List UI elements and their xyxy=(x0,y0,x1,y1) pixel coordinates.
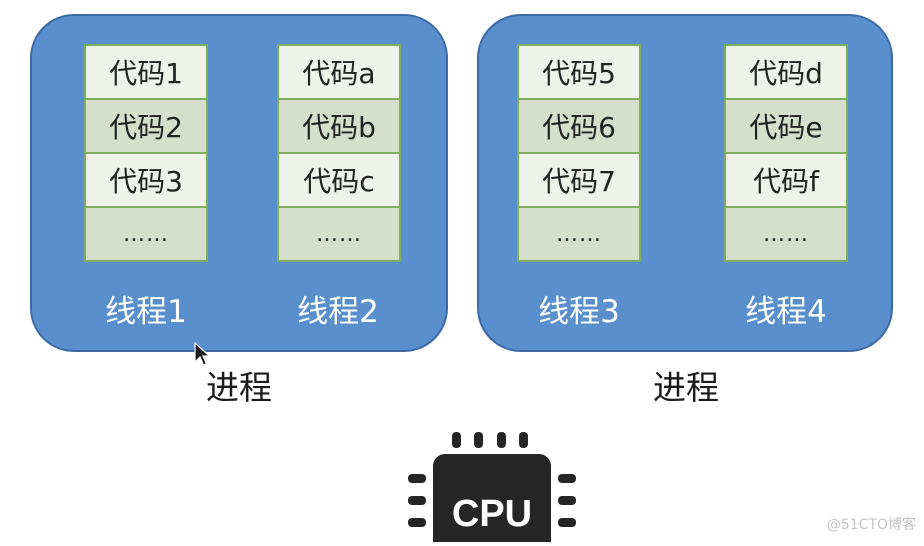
thread-label: 线程1 xyxy=(105,294,187,330)
process-label: 进程 xyxy=(653,368,719,407)
ellipsis-cell: …… xyxy=(277,206,401,262)
thread-2-stack: 代码a 代码b 代码c …… xyxy=(277,44,401,262)
process-box-2: 代码5 代码6 代码7 …… 代码d 代码e 代码f …… 线程3 线程4 xyxy=(477,14,893,352)
thread-1-stack: 代码1 代码2 代码3 …… xyxy=(84,44,208,262)
code-cell: 代码a xyxy=(277,44,401,100)
code-cell: 代码c xyxy=(277,152,401,208)
code-cell: 代码f xyxy=(724,152,848,208)
thread-3-stack: 代码5 代码6 代码7 …… xyxy=(517,44,641,262)
ellipsis-cell: …… xyxy=(724,206,848,262)
code-cell: 代码e xyxy=(724,98,848,154)
mouse-pointer-icon xyxy=(194,342,212,366)
code-cell: 代码d xyxy=(724,44,848,100)
cpu-chip: CPU xyxy=(408,428,576,546)
watermark: @51CTO博客 xyxy=(826,517,916,533)
code-cell: 代码6 xyxy=(517,98,641,154)
code-cell: 代码2 xyxy=(84,98,208,154)
thread-label: 线程2 xyxy=(297,294,379,330)
thread-label: 线程4 xyxy=(745,294,827,330)
thread-label: 线程3 xyxy=(538,294,620,330)
process-label: 进程 xyxy=(206,368,272,407)
cpu-label: CPU xyxy=(452,493,532,535)
ellipsis-cell: …… xyxy=(84,206,208,262)
code-cell: 代码5 xyxy=(517,44,641,100)
code-cell: 代码1 xyxy=(84,44,208,100)
cpu-chip-icon: CPU xyxy=(408,432,576,546)
code-cell: 代码3 xyxy=(84,152,208,208)
code-cell: 代码7 xyxy=(517,152,641,208)
code-cell: 代码b xyxy=(277,98,401,154)
thread-4-stack: 代码d 代码e 代码f …… xyxy=(724,44,848,262)
process-box-1: 代码1 代码2 代码3 …… 代码a 代码b 代码c …… 线程1 线程2 xyxy=(30,14,448,352)
ellipsis-cell: …… xyxy=(517,206,641,262)
